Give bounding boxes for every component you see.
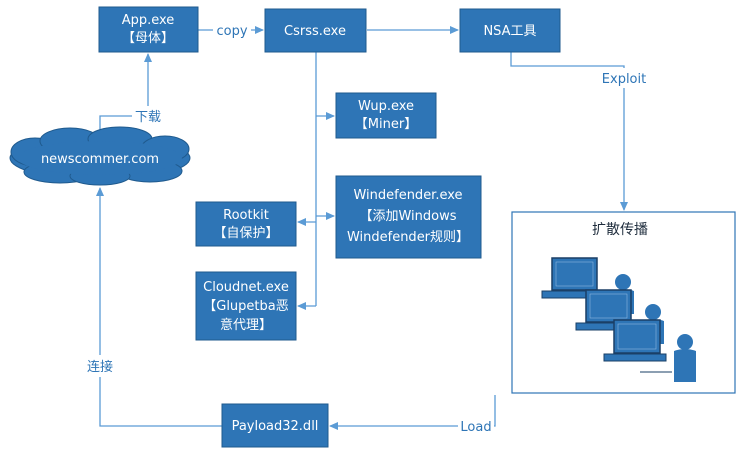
node-app-line-2: 【母体】 (122, 31, 174, 46)
node-nsa-line-1: NSA工具 (483, 24, 536, 39)
node-wup: Wup.exe 【Miner】 (335, 92, 437, 139)
node-wup-line-1: Wup.exe (358, 99, 414, 114)
node-payload-line-1: Payload32.dll (232, 419, 319, 434)
node-wup-line-2: 【Miner】 (355, 117, 417, 132)
node-cloudnet-line-3: 意代理】 (220, 317, 272, 333)
node-rootkit: Rootkit 【自保护】 (195, 201, 297, 247)
node-windefender-line-2: 【添加Windows (359, 209, 456, 224)
edge-label-download: 下载 (135, 110, 161, 125)
node-rootkit-line-2: 【自保护】 (213, 226, 278, 241)
node-csrss: Csrss.exe (264, 8, 367, 53)
node-csrss-line-1: Csrss.exe (284, 24, 346, 39)
node-app-line-1: App.exe (122, 13, 175, 28)
edge-label-load: Load (460, 420, 491, 435)
node-cloud-label: newscommer.com (41, 152, 159, 167)
connectors (96, 26, 628, 430)
node-nsa: NSA工具 (459, 8, 561, 53)
edge-nsa-to-spread (510, 52, 628, 211)
node-rootkit-line-1: Rootkit (223, 208, 269, 223)
node-windefender-line-3: Windefender规则】 (347, 230, 469, 245)
user-icon (674, 334, 696, 382)
node-windefender: Windefender.exe 【添加Windows Windefender规则… (335, 175, 482, 259)
edge-cloud-to-app (99, 53, 152, 130)
spread-panel-title: 扩散传播 (592, 222, 648, 238)
node-app: App.exe 【母体】 (98, 6, 199, 53)
node-cloud: newscommer.com (9, 126, 191, 186)
edge-spread-to-payload (329, 395, 496, 430)
node-cloudnet-line-1: Cloudnet.exe (203, 280, 289, 295)
edge-payload-to-cloud (96, 187, 222, 427)
node-payload: Payload32.dll (221, 403, 329, 448)
edge-label-connect: 连接 (87, 359, 113, 375)
edge-label-exploit: Exploit (602, 72, 646, 87)
computer-icon (541, 257, 605, 299)
computer-icon (575, 289, 639, 331)
computer-icon (603, 319, 667, 362)
node-cloudnet-line-2: 【Glupetba恶 (203, 299, 289, 314)
node-windefender-line-1: Windefender.exe (353, 188, 462, 203)
edge-label-copy: copy (216, 24, 247, 39)
node-cloudnet: Cloudnet.exe 【Glupetba恶 意代理】 (195, 271, 297, 341)
spread-panel: 扩散传播 (511, 211, 736, 394)
